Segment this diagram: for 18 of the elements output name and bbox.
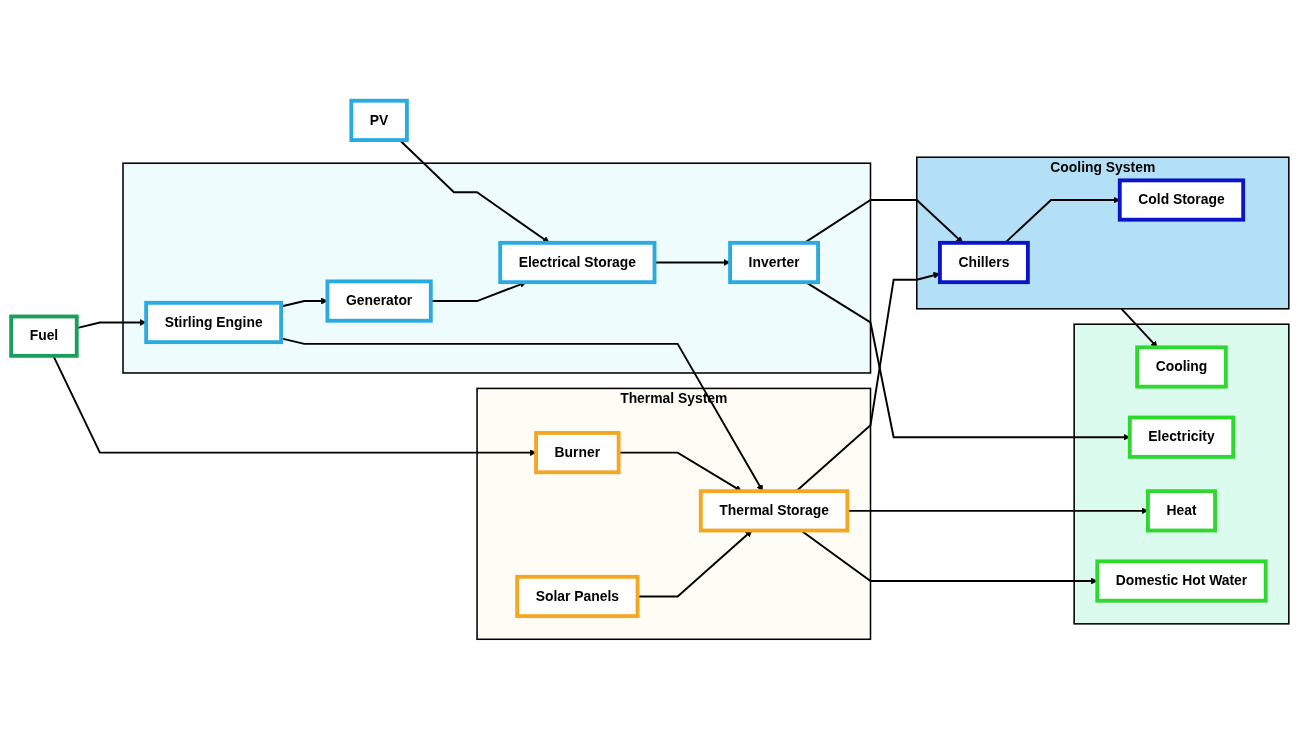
node-box: Chillers <box>937 240 1030 285</box>
node-box: Cold Storage <box>1117 178 1245 222</box>
cluster <box>1072 323 1290 625</box>
node-box: PV <box>348 98 409 142</box>
node-box: Burner <box>533 431 621 475</box>
node-box: Fuel <box>8 314 79 358</box>
node-box: Solar Panels <box>514 574 639 619</box>
node-box: Inverter <box>727 240 820 285</box>
node-box: Electricity <box>1127 415 1235 459</box>
cluster <box>121 162 871 374</box>
arrow <box>1120 307 1158 348</box>
node-box: Domestic Hot Water <box>1094 559 1268 603</box>
node-box: Electrical Storage <box>497 240 656 285</box>
node-box: Cooling <box>1134 345 1228 389</box>
node-box: Stirling Engine <box>143 300 283 345</box>
node-box: Heat <box>1145 489 1217 533</box>
node-box: Generator <box>325 279 433 323</box>
node-box: Thermal Storage <box>698 489 849 533</box>
